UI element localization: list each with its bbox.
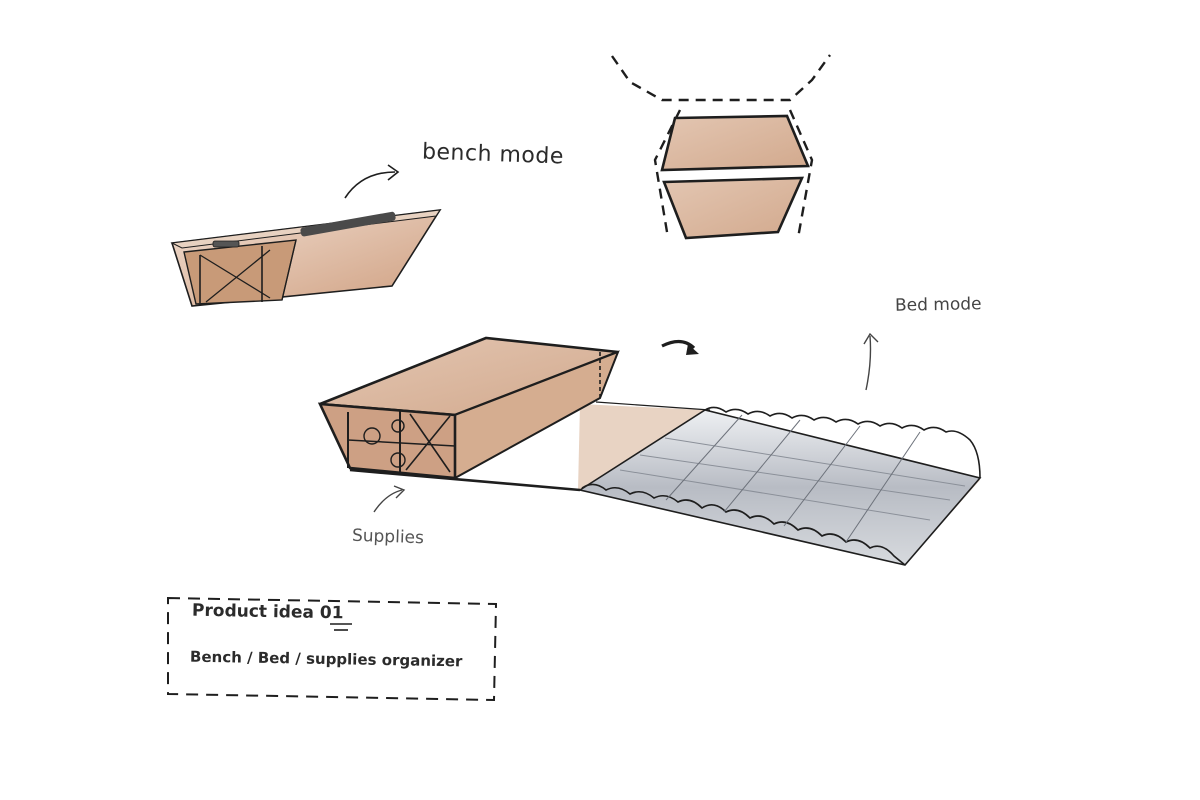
idea-box bbox=[167, 596, 498, 702]
bed-mode-label: Bed mode bbox=[894, 294, 982, 316]
supplies-label: Supplies bbox=[351, 525, 425, 549]
bed-mode-sketch bbox=[317, 332, 982, 566]
idea-title: Product idea 01 bbox=[191, 600, 344, 624]
cushion-rolls bbox=[577, 406, 982, 566]
bench-mode-label: bench mode bbox=[421, 139, 565, 170]
exploded-view-sketch bbox=[611, 54, 831, 240]
bench-mode-sketch bbox=[170, 164, 442, 307]
